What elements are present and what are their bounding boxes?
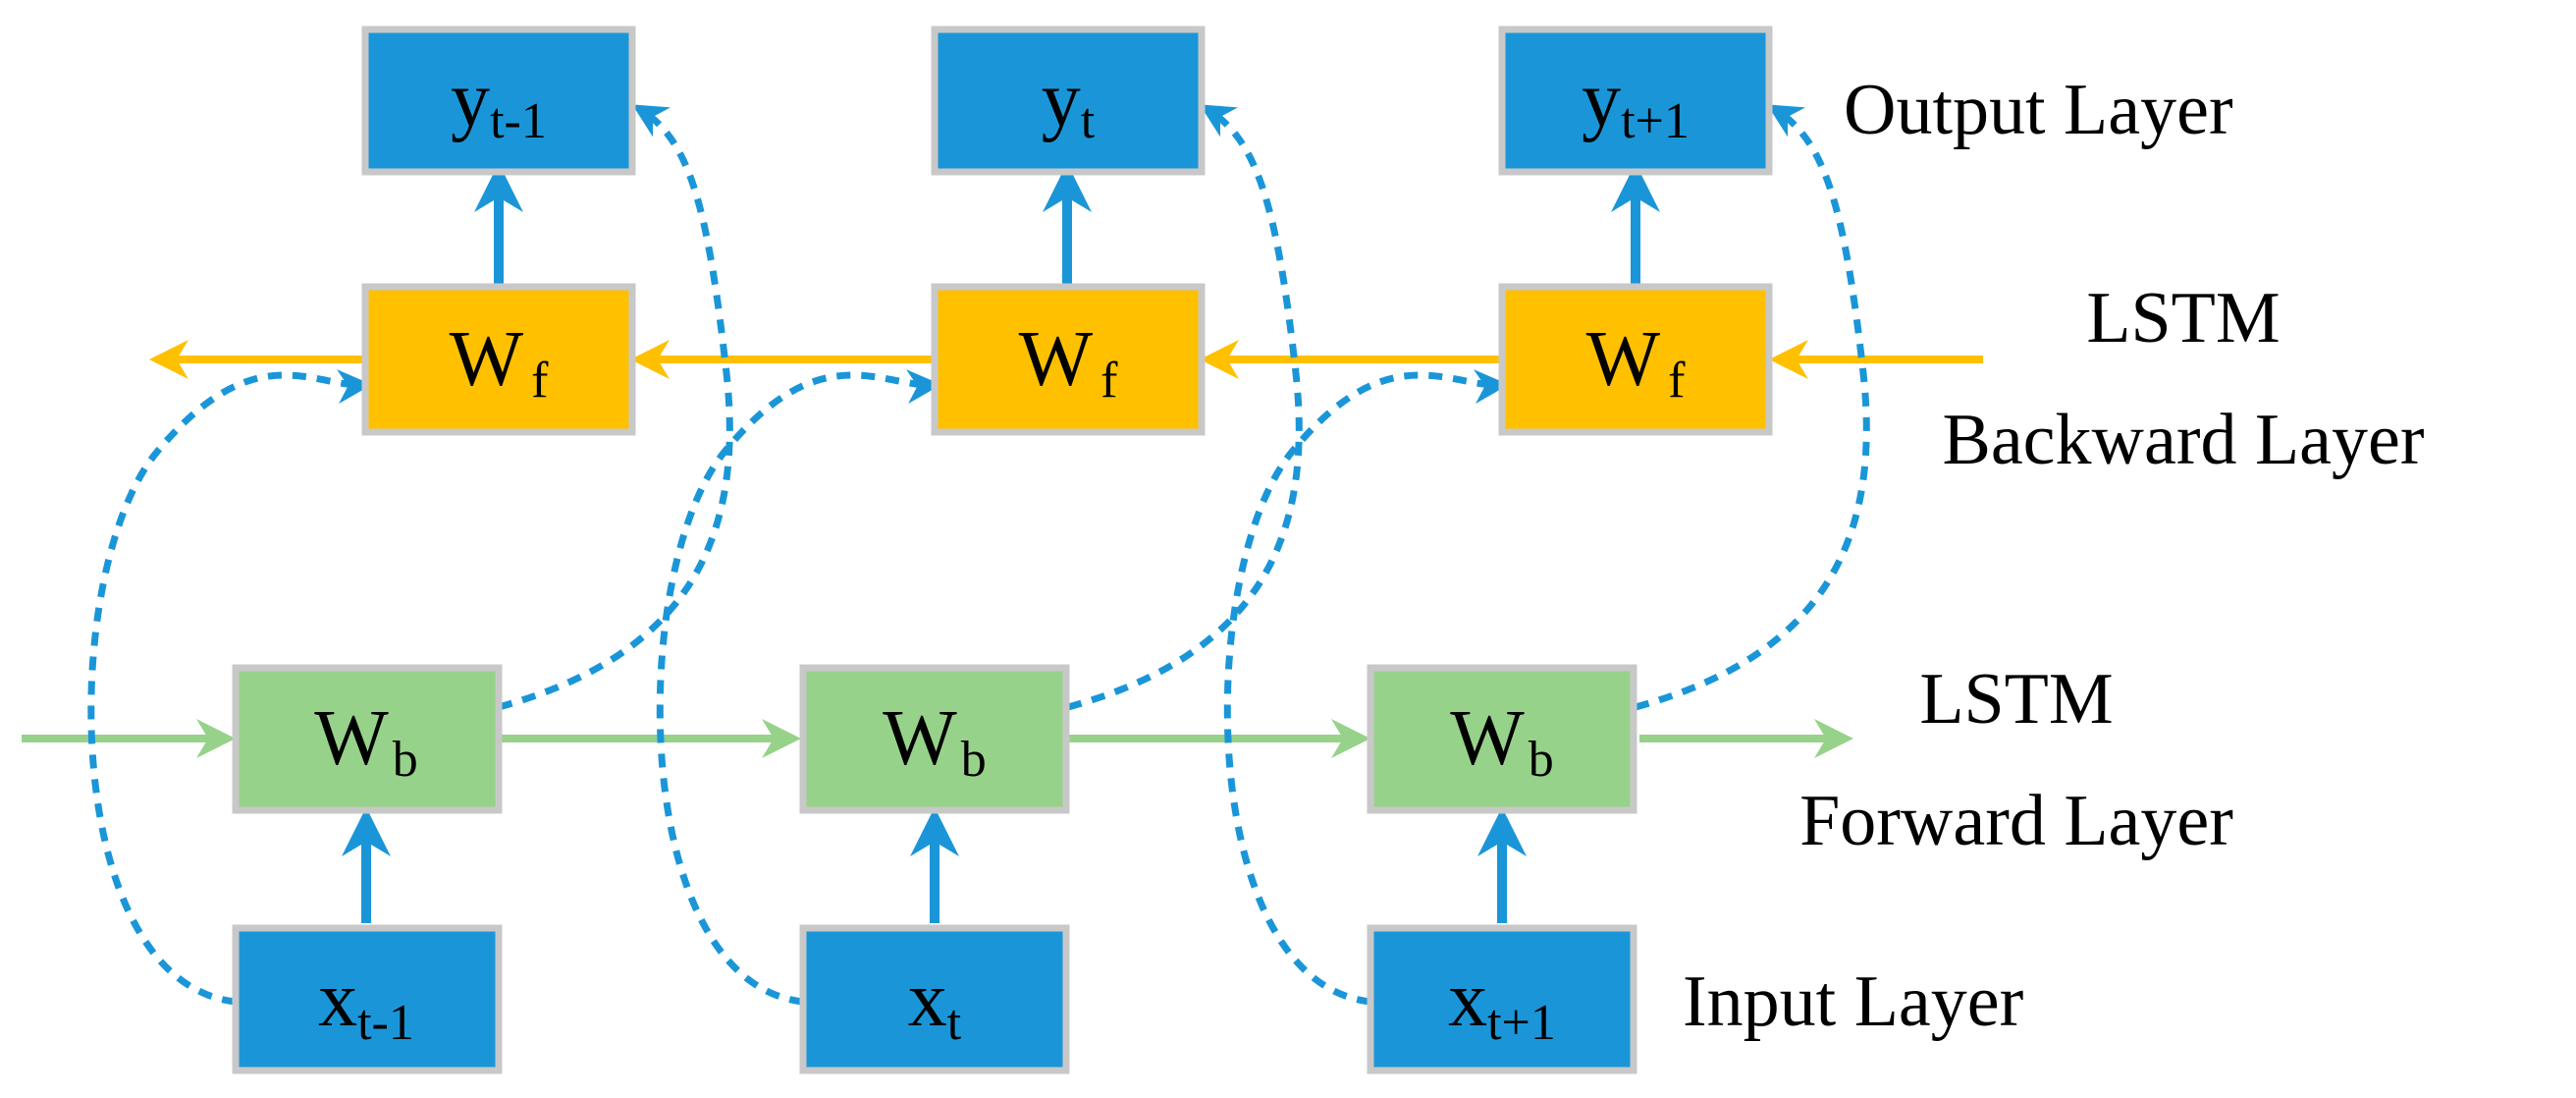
dashed-flow — [87, 104, 1870, 1006]
backward-node-1-sub: f — [531, 353, 549, 409]
dashed-input-backward-1 — [87, 369, 372, 1006]
dashed-forward-output-1 — [498, 104, 733, 711]
output-node-2-sub: t — [1081, 93, 1096, 149]
forward-node-1: Wb — [232, 664, 503, 814]
backward-layer-label-line2: Backward Layer — [1942, 400, 2424, 480]
forward-node-3-main: W — [1450, 695, 1525, 782]
backward-layer-label-line1: LSTM — [2086, 278, 2280, 358]
svg-text:Wf: Wf — [1019, 316, 1119, 409]
backward-node-2-sub: f — [1100, 353, 1118, 409]
output-node-3: yt+1 — [1498, 26, 1773, 176]
input-node-1-main: x — [318, 957, 357, 1043]
dashed-forward-output-2 — [1067, 104, 1303, 711]
forward-node-2: Wb — [799, 664, 1070, 814]
svg-text:xt+1: xt+1 — [1448, 957, 1556, 1051]
backward-node-3-main: W — [1586, 316, 1661, 403]
input-layer-label: Input Layer — [1683, 961, 2023, 1042]
output-node-1-sub: t-1 — [490, 93, 547, 149]
output-node-2: yt — [931, 26, 1206, 176]
input-node-2: xt — [799, 924, 1070, 1074]
svg-text:Wf: Wf — [1586, 316, 1687, 409]
input-node-1: xt-1 — [232, 924, 503, 1074]
dashed-input-backward-3 — [1223, 369, 1509, 1006]
backward-node-1-main: W — [450, 316, 524, 403]
backward-node-3-sub: f — [1668, 353, 1686, 409]
forward-node-2-sub: b — [961, 732, 987, 788]
output-node-1: yt-1 — [361, 26, 636, 176]
svg-text:yt-1: yt-1 — [451, 57, 547, 149]
output-node-1-main: y — [451, 57, 490, 143]
svg-text:xt-1: xt-1 — [318, 957, 414, 1051]
forward-node-3-sub: b — [1529, 732, 1554, 788]
input-node-3-main: x — [1448, 957, 1487, 1043]
dashed-input-backward-2 — [656, 369, 941, 1006]
svg-text:Wb: Wb — [1450, 695, 1554, 788]
output-layer-label: Output Layer — [1844, 70, 2233, 150]
layer-labels: Output Layer LSTM Backward Layer LSTM Fo… — [1683, 70, 2425, 1042]
svg-text:xt: xt — [908, 957, 962, 1051]
input-node-3: xt+1 — [1367, 924, 1637, 1074]
output-node-3-main: y — [1582, 57, 1621, 143]
svg-text:Wf: Wf — [450, 316, 550, 409]
output-node-3-sub: t+1 — [1621, 93, 1690, 149]
vertical-flow — [342, 163, 1660, 923]
input-node-3-sub: t+1 — [1487, 995, 1556, 1051]
svg-text:yt+1: yt+1 — [1582, 57, 1690, 149]
svg-text:Wb: Wb — [883, 695, 987, 788]
svg-text:yt: yt — [1042, 57, 1096, 149]
input-node-1-sub: t-1 — [357, 995, 414, 1051]
input-node-2-sub: t — [947, 995, 962, 1051]
forward-node-3: Wb — [1367, 664, 1637, 814]
dashed-forward-output-3 — [1635, 104, 1870, 711]
backward-node-2-main: W — [1019, 316, 1094, 403]
forward-node-2-main: W — [883, 695, 957, 782]
output-node-2-main: y — [1042, 57, 1081, 143]
svg-text:Wb: Wb — [314, 695, 418, 788]
forward-node-1-sub: b — [393, 732, 418, 788]
forward-layer-label-line2: Forward Layer — [1799, 781, 2233, 861]
forward-node-1-main: W — [314, 695, 389, 782]
forward-layer-label-line1: LSTM — [1919, 659, 2113, 740]
input-node-2-main: x — [908, 957, 947, 1043]
